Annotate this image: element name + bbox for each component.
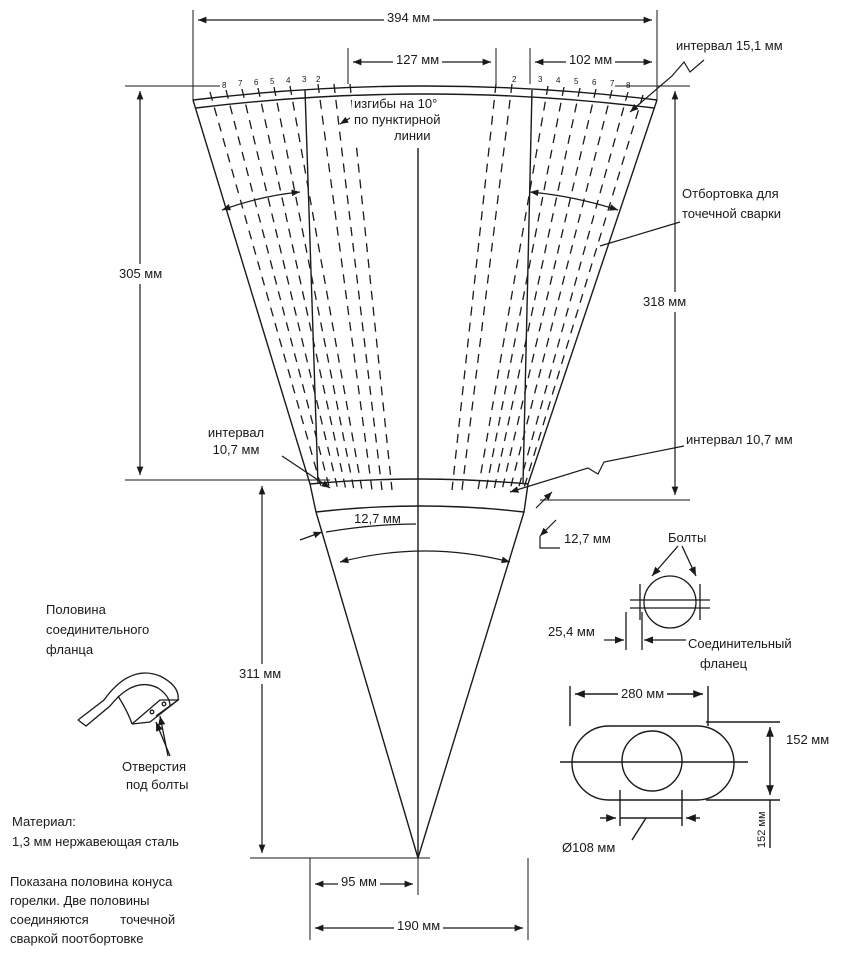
svg-text:8: 8 — [222, 81, 227, 90]
dim-label-bottom-full: 190 мм — [394, 918, 444, 934]
dim-label-lower-height: 311 мм — [236, 664, 285, 684]
cone-top-arc — [192, 85, 658, 101]
dim-label-oval-height: 152 мм — [786, 732, 830, 747]
svg-text:5: 5 — [574, 77, 579, 86]
dim-label-oval-height-vertical: 152 мм — [756, 811, 768, 848]
note-line-3-text: соединяются точечной — [10, 912, 176, 927]
left-extension — [315, 511, 419, 859]
dim-label-flange-width-right: 12,7 мм — [564, 531, 611, 546]
svg-text:7: 7 — [238, 79, 243, 88]
left-inner-line — [304, 89, 319, 485]
bottom-flange-strip — [309, 483, 529, 513]
label-bends-note: изгибы на 10° по пунктирной линии — [352, 96, 443, 144]
connecting-flange-line-2: фланец — [700, 656, 748, 671]
flanging-line-1: Отбортовка для — [682, 186, 779, 201]
arc-arrow-right — [529, 189, 619, 211]
dim-label-top-center: 127 мм — [393, 52, 443, 68]
svg-text:6: 6 — [254, 78, 259, 87]
cone-right-edge — [527, 99, 658, 485]
svg-text:8: 8 — [626, 81, 631, 90]
label-interval-left: интервал 10,7 мм — [196, 424, 276, 458]
label-connecting-flange: Соединительный фланец — [688, 634, 792, 674]
svg-text:2: 2 — [316, 75, 321, 84]
label-bolt-holes: Отверстия под болты — [122, 758, 188, 794]
dim-label-bolt-gap: 25,4 мм — [548, 624, 595, 639]
half-flange-line-2: соединительного — [46, 622, 150, 637]
dim-label-oval-length: 280 мм — [618, 686, 668, 702]
label-half-flange: Половина соединительного фланца — [46, 600, 149, 660]
material-line-2: 1,3 мм нержавеющая сталь — [12, 834, 179, 849]
right-extension — [417, 511, 525, 859]
right-inner-line — [522, 89, 533, 485]
oval-flange-figure — [560, 686, 780, 848]
dim-label-flange-width: 12,7 мм — [354, 511, 401, 526]
arc-arrow-left — [221, 189, 301, 211]
flanging-line-2: точечной сварки — [682, 206, 782, 221]
material-line-1: Материал: — [12, 814, 76, 829]
bends-note-line-2: по пунктирной — [354, 112, 441, 127]
dim-label-top-width: 394 мм — [384, 10, 434, 26]
arc-arrow-flange — [325, 523, 417, 533]
note-line-3: соединяются точечной — [10, 910, 234, 929]
dim-label-hole-diameter: Ø108 мм — [562, 840, 616, 855]
svg-text:3: 3 — [538, 75, 543, 84]
label-interval-top: интервал 15,1 мм — [676, 38, 783, 53]
svg-text:2: 2 — [512, 75, 517, 84]
note-line-1: Показана половина конуса — [10, 874, 173, 889]
leader-interval-left — [281, 455, 331, 489]
bends-note-line-1: изгибы на 10° — [354, 96, 438, 111]
half-flange-line-1: Половина — [46, 602, 106, 617]
label-interval-right: интервал 10,7 мм — [686, 432, 793, 447]
label-note: Показана половина конуса горелки. Две по… — [10, 872, 234, 948]
dim-label-right-height: 318 мм — [640, 292, 690, 312]
note-line-2: горелки. Две половины — [10, 893, 150, 908]
svg-text:6: 6 — [592, 78, 597, 87]
label-bolts: Болты — [668, 530, 707, 545]
leader-interval-right — [509, 445, 685, 493]
label-material: Материал: 1,3 мм нержавеющая сталь — [12, 812, 179, 852]
half-flange-sketch — [77, 672, 180, 757]
connecting-flange-figure — [604, 545, 710, 650]
interval-left-line-1: интервал — [207, 425, 265, 440]
note-line-4: сваркой поотбортовке — [10, 931, 144, 946]
bends-note-line-3: линии — [394, 128, 431, 143]
svg-text:4: 4 — [556, 76, 561, 85]
cone-left-edge — [192, 99, 311, 485]
cone-bottom-arc — [309, 478, 529, 485]
connecting-flange-line-1: Соединительный — [688, 636, 792, 651]
svg-text:4: 4 — [286, 76, 291, 85]
interval-left-line-2: 10,7 мм — [212, 442, 260, 457]
top-flange-strip — [195, 93, 655, 109]
arc-arrow-bottom — [339, 550, 511, 564]
bolt-holes-line-1: Отверстия — [122, 759, 187, 774]
label-flanging: Отбортовка для точечной сварки — [682, 184, 781, 224]
leader-flanging — [599, 221, 681, 247]
bend-lines — [209, 83, 644, 491]
leader-bends — [339, 116, 351, 125]
bolt-holes-line-2: под болты — [126, 777, 189, 792]
dim-label-bottom-half: 95 мм — [338, 874, 380, 890]
leader-interval-top — [629, 59, 705, 113]
dim-label-left-height: 305 мм — [116, 264, 166, 284]
svg-text:5: 5 — [270, 77, 275, 86]
dim-label-top-right: 102 мм — [566, 52, 616, 68]
svg-text:7: 7 — [610, 79, 615, 88]
half-flange-line-3: фланца — [46, 642, 94, 657]
bend-numbers: 8 7 6 5 4 3 2 2 3 4 5 6 7 8 — [222, 75, 631, 90]
svg-text:3: 3 — [302, 75, 307, 84]
